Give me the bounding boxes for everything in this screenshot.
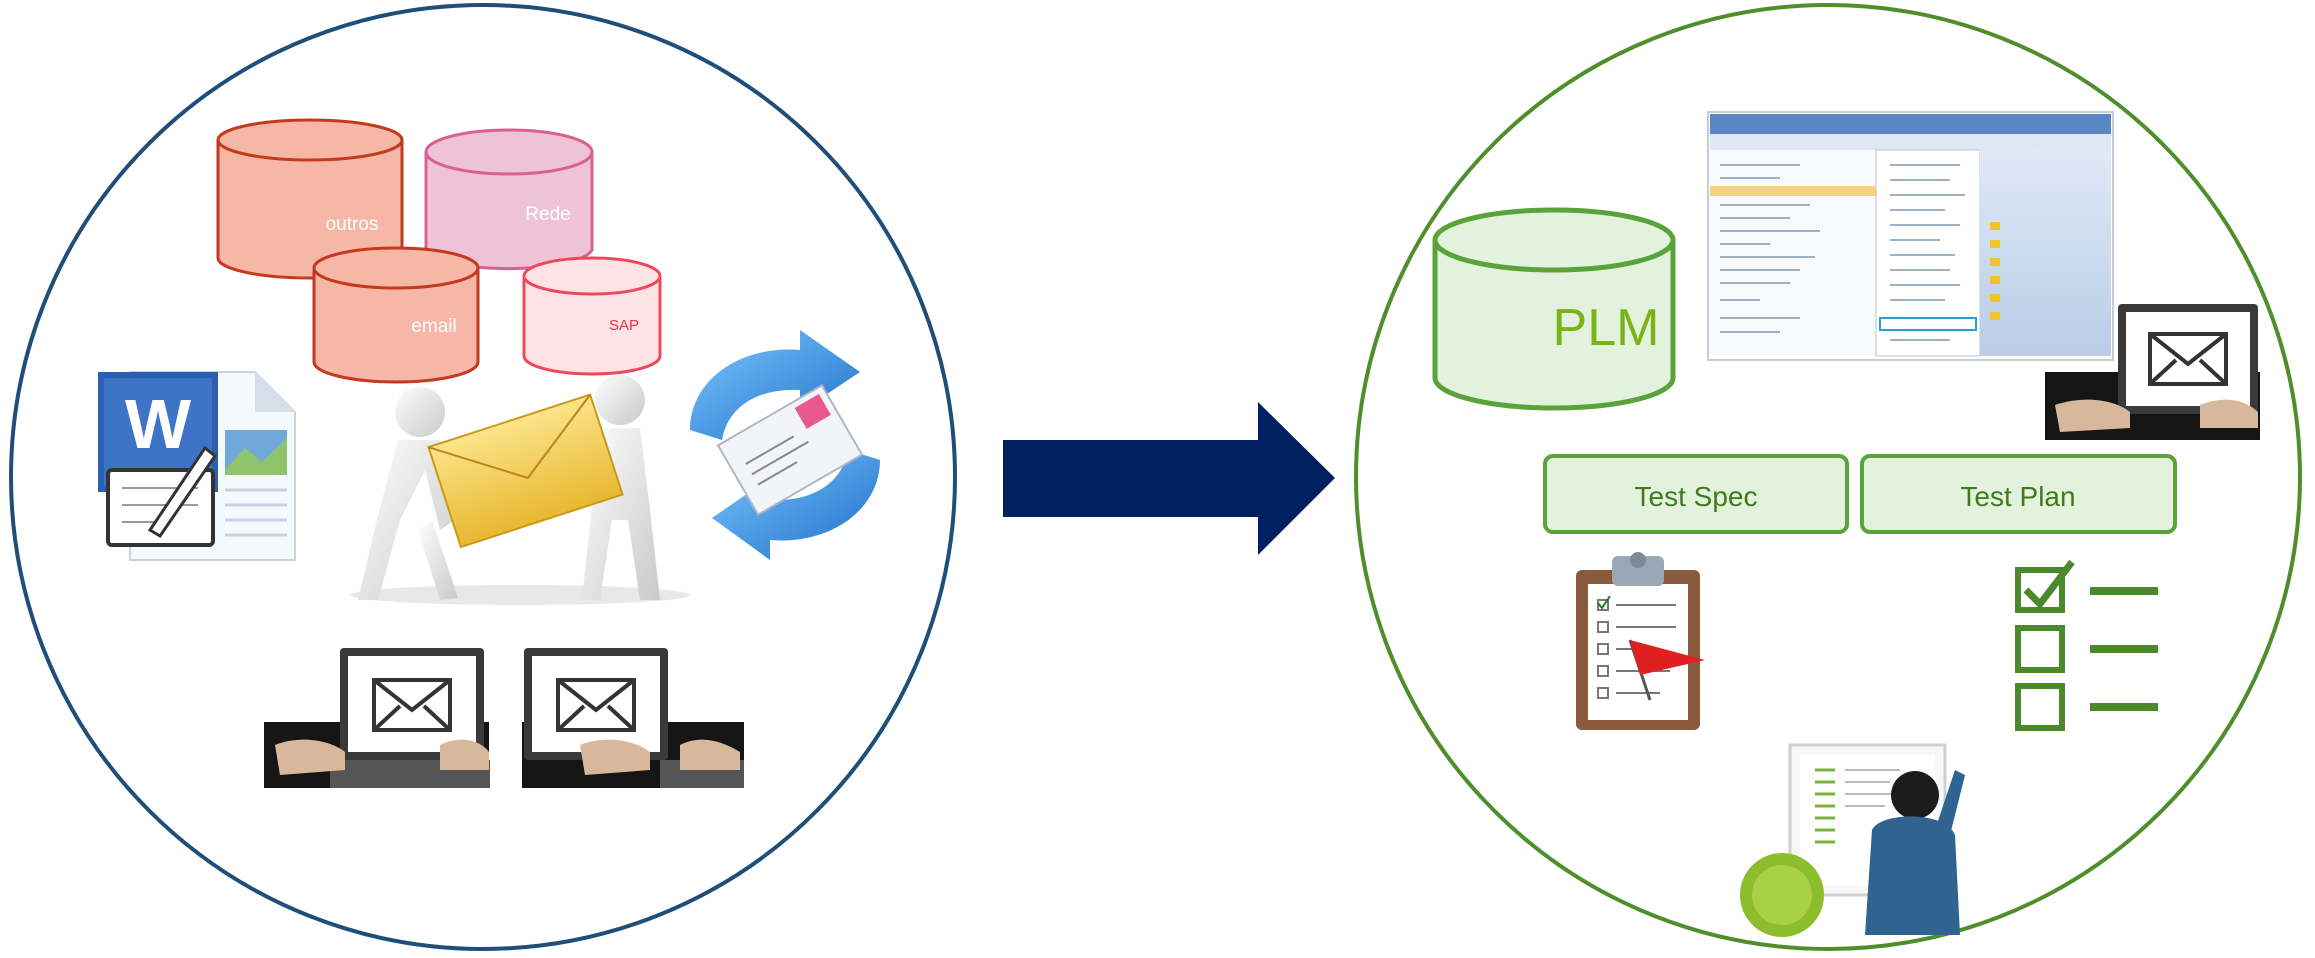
laptop-email-icon (264, 648, 490, 788)
checklist-icon (2015, 559, 2158, 731)
person-at-whiteboard-icon (1740, 743, 1965, 937)
database-rede: Rede (424, 128, 594, 271)
database-label-sap: SAP (609, 317, 639, 334)
database-plm: PLM (1432, 207, 1676, 411)
right-group: PLM (1354, 3, 2302, 951)
plm-software-screenshot (1707, 111, 2114, 361)
people-carrying-envelope-icon (350, 375, 690, 605)
test-spec-box: Test Spec (1543, 454, 1849, 534)
test-plan-box: Test Plan (1860, 454, 2177, 534)
test-plan-label: Test Plan (1960, 481, 2075, 512)
database-outros: outros (216, 118, 404, 280)
plm-label: PLM (1553, 299, 1660, 357)
database-label-outros: outros (326, 214, 379, 235)
svg-text:W: W (125, 385, 191, 463)
database-sap: SAP (522, 256, 662, 376)
word-document-icon: W (98, 371, 296, 561)
email-refresh-icon (690, 330, 880, 560)
database-label-rede: Rede (525, 204, 570, 225)
right-arrow-icon (1003, 402, 1335, 555)
laptop-email-icon (2045, 304, 2260, 440)
clipboard-flag-icon (1576, 552, 1705, 730)
left-group: outros Rede email SAP W (9, 3, 957, 951)
database-email: email (312, 246, 480, 384)
database-label-email: email (411, 316, 456, 337)
laptop-email-icon (522, 648, 744, 788)
test-spec-label: Test Spec (1635, 481, 1758, 512)
